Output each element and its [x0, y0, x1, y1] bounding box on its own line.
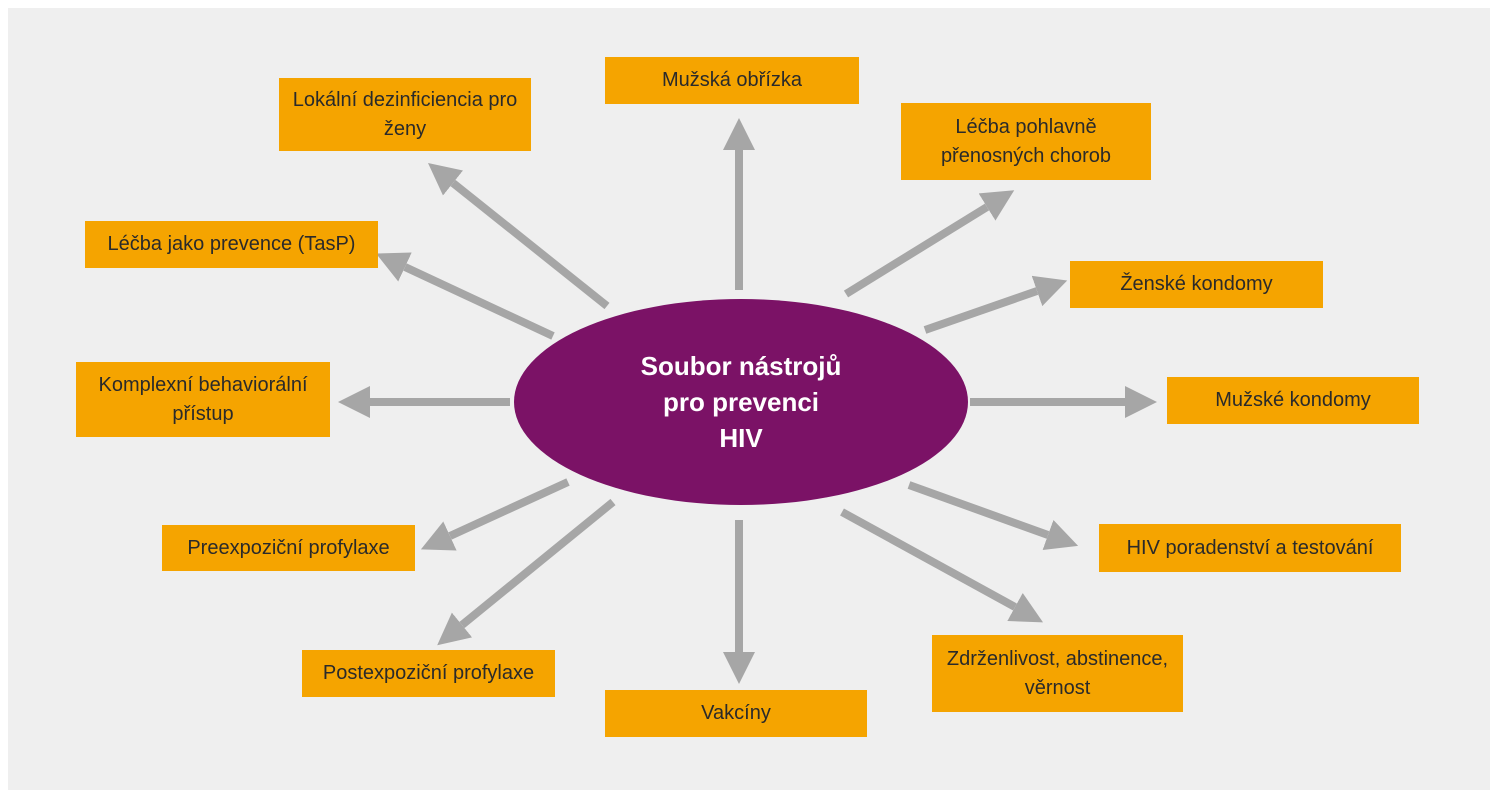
arrow-pep: [437, 498, 616, 646]
box-male-condoms: Mužské kondomy: [1167, 377, 1419, 424]
box-female-condoms: Ženské kondomy: [1070, 261, 1323, 308]
center-label: Soubor nástrojů pro prevenci HIV: [640, 351, 842, 453]
box-pep: Postexpoziční profylaxe: [302, 650, 555, 697]
box-abstinence: Zdrženlivost, abstinence, věrnost: [932, 635, 1183, 712]
arrow-tasp: [375, 252, 555, 340]
arrow-local-disinfection: [427, 163, 610, 310]
box-vaccines: Vakcíny: [605, 690, 867, 737]
arrow-hiv-testing: [907, 481, 1079, 551]
arrow-prep: [420, 478, 570, 551]
box-prep: Preexpoziční profylaxe: [162, 525, 415, 571]
box-std-treatment: Léčba pohlavně přenosných chorob: [901, 103, 1151, 180]
arrow-abstinence: [840, 508, 1044, 623]
box-male-circumcision: Mužská obřízka: [605, 57, 859, 104]
box-behavioral: Komplexní behaviorální přístup: [76, 362, 330, 437]
box-tasp: Léčba jako prevence (TasP): [85, 221, 378, 268]
arrow-female-condoms: [923, 275, 1068, 334]
box-hiv-testing: HIV poradenství a testování: [1099, 524, 1401, 572]
center-ellipse: Soubor nástrojů pro prevenci HIV: [514, 299, 968, 505]
box-local-disinfection: Lokální dezinficiencia pro ženy: [279, 78, 531, 151]
arrow-std-treatment: [843, 190, 1015, 298]
